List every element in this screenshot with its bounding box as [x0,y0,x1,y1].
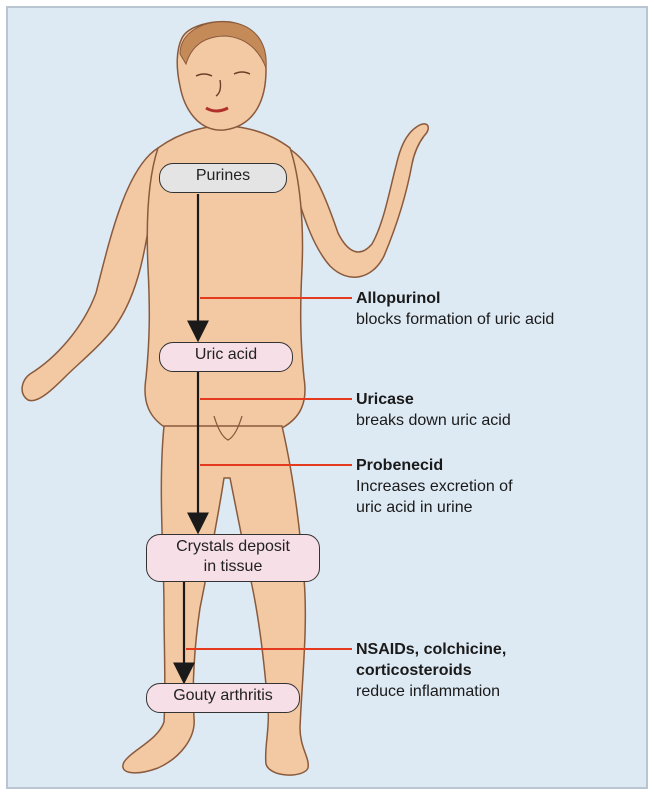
allopurinol-annotation: Allopurinol blocks formation of uric aci… [356,288,554,330]
probenecid-name: Probenecid [356,455,513,476]
nsaids-name-line1: NSAIDs, colchicine, [356,639,506,660]
gouty-arthritis-label: Gouty arthritis [173,687,273,704]
human-figure-illustration [8,8,648,789]
probenecid-desc-line1: Increases excretion of [356,476,513,497]
gout-treatment-diagram: Purines Uric acid Crystals deposit in ti… [6,6,648,789]
allopurinol-name: Allopurinol [356,288,554,309]
uricase-name: Uricase [356,389,511,410]
nsaids-desc: reduce inflammation [356,681,506,702]
nsaids-name-line2: corticosteroids [356,660,506,681]
uricase-desc: breaks down uric acid [356,410,511,431]
probenecid-desc-line2: uric acid in urine [356,497,513,518]
purines-label: Purines [196,167,250,184]
crystals-label-line2: in tissue [155,557,311,577]
crystals-deposit-box: Crystals deposit in tissue [146,534,320,582]
nsaids-annotation: NSAIDs, colchicine, corticosteroids redu… [356,639,506,702]
uric-acid-box: Uric acid [159,342,293,372]
uric-acid-label: Uric acid [195,346,257,363]
gouty-arthritis-box: Gouty arthritis [146,683,300,713]
purines-box: Purines [159,163,287,193]
probenecid-annotation: Probenecid Increases excretion of uric a… [356,455,513,518]
uricase-annotation: Uricase breaks down uric acid [356,389,511,431]
allopurinol-desc: blocks formation of uric acid [356,309,554,330]
crystals-label-line1: Crystals deposit [155,537,311,557]
